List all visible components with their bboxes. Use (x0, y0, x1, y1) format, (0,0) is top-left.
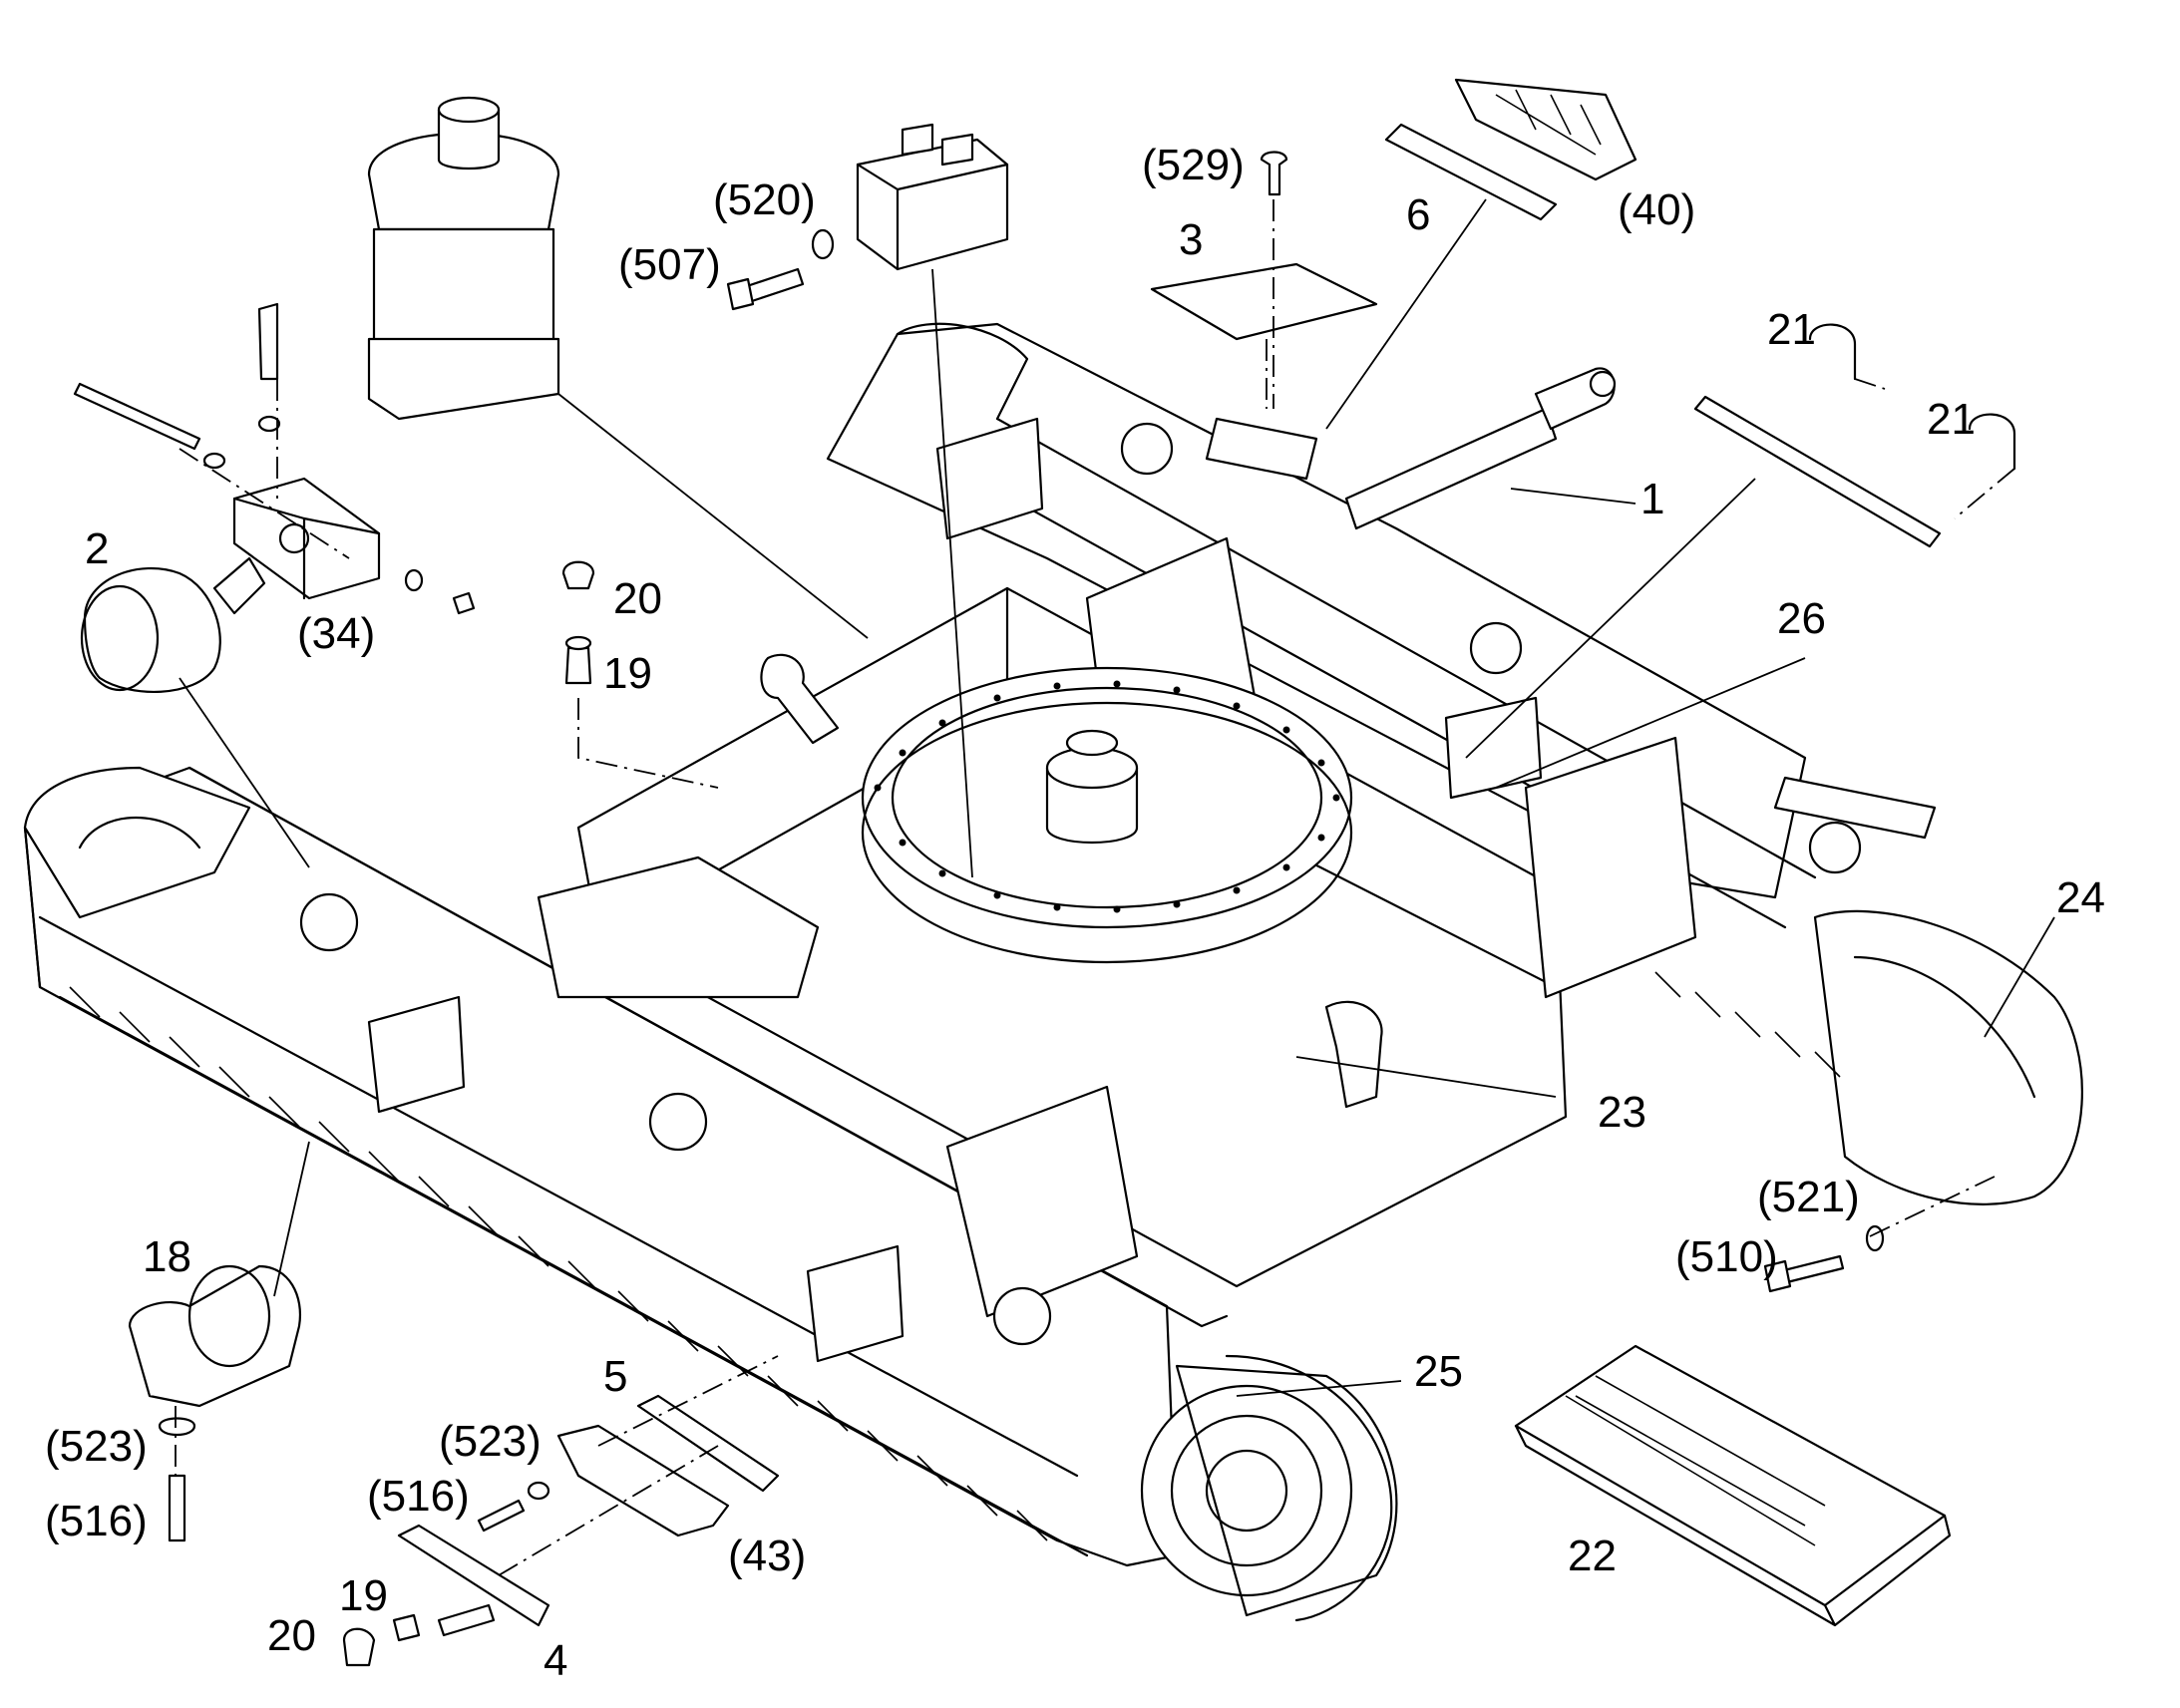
callout-21-left: 21 (1767, 305, 1816, 354)
callout-21-right: 21 (1927, 395, 1976, 444)
track-rollers (299, 422, 1862, 1346)
callout-20-top: 20 (613, 574, 662, 623)
callout-25: 25 (1414, 1347, 1463, 1396)
callout-23: 23 (1598, 1088, 1646, 1137)
callout-19-top: 19 (603, 649, 652, 698)
roller-2 (80, 556, 266, 693)
callout-labels: 1 2 3 4 5 6 18 19 19 20 20 21 21 22 23 2… (45, 141, 2105, 1685)
cover-plate-3 (1150, 151, 1378, 341)
guard-plates (342, 1394, 780, 1667)
callout-523-left: (523) (45, 1422, 148, 1471)
callout-43: (43) (728, 1532, 806, 1580)
leader-lines (179, 198, 2055, 1397)
exploded-parts (73, 78, 2016, 1667)
callout-22: 22 (1568, 1532, 1617, 1580)
callout-523-middle: (523) (439, 1417, 542, 1466)
callout-24: 24 (2056, 873, 2105, 922)
callout-19-bottom: 19 (339, 1571, 388, 1620)
callout-4: 4 (544, 1636, 567, 1685)
track-chain-22 (1514, 1344, 1952, 1627)
undercarriage-frame (23, 322, 2083, 1622)
bolt-510-521 (1763, 1224, 1885, 1293)
valve-block (726, 123, 1009, 311)
callout-5: 5 (603, 1352, 627, 1401)
swivel-joint (367, 96, 560, 421)
assembly-lines (175, 199, 2015, 1576)
callout-26: 26 (1777, 594, 1826, 643)
callout-1: 1 (1640, 475, 1664, 523)
callout-18: 18 (143, 1232, 191, 1281)
plate-6 (1384, 123, 1558, 221)
pin-26 (1693, 323, 2016, 548)
callout-521: (521) (1757, 1173, 1860, 1221)
roller-18 (128, 1264, 302, 1542)
callout-510: (510) (1675, 1232, 1778, 1281)
callout-507: (507) (618, 240, 721, 289)
callout-6: 6 (1406, 190, 1430, 239)
fitting-19-20 (561, 560, 595, 685)
callout-20-bottom: 20 (267, 1611, 316, 1660)
callout-2: 2 (85, 524, 109, 573)
callout-40: (40) (1618, 185, 1695, 234)
callout-516-left: (516) (45, 1497, 148, 1545)
callout-34: (34) (297, 609, 375, 658)
step-pad-40 (1454, 78, 1637, 181)
callout-529: (529) (1142, 141, 1245, 189)
callout-520: (520) (713, 175, 816, 224)
callout-3: 3 (1179, 215, 1203, 264)
callout-516-middle: (516) (367, 1472, 470, 1521)
